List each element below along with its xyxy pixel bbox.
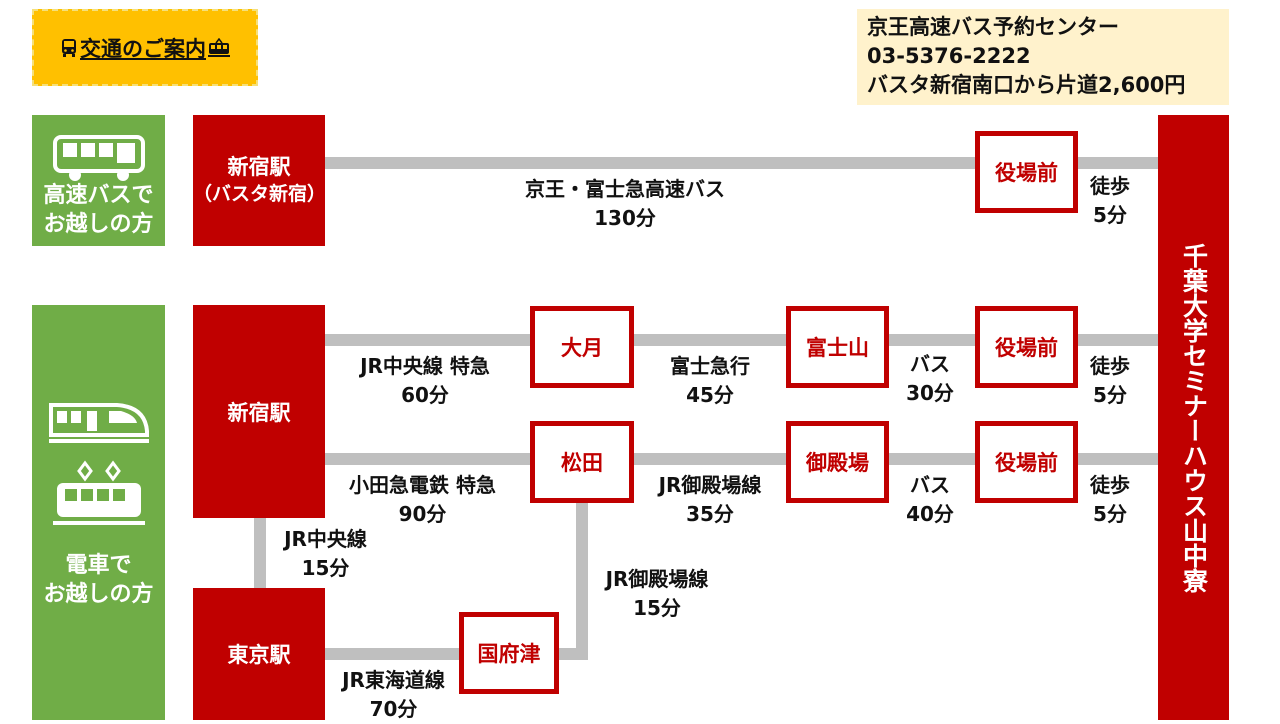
info-line-1: 京王高速バス予約センター xyxy=(867,15,1119,39)
stop-yakubamae-2: 役場前 xyxy=(975,421,1078,503)
bus-icon xyxy=(62,38,76,57)
category-bus: 高速バスで お越しの方 xyxy=(32,115,165,246)
stop-matsuda: 松田 xyxy=(530,421,634,503)
stop-kozu: 国府津 xyxy=(459,612,559,694)
stop-gotemba: 御殿場 xyxy=(786,421,889,503)
category-train: 電車で お越しの方 xyxy=(32,305,165,720)
category-train-label: 電車で お越しの方 xyxy=(43,553,154,607)
stop-yakubamae-1: 役場前 xyxy=(975,306,1078,388)
stop-fujisan: 富士山 xyxy=(786,306,889,388)
station-tokyo: 東京駅 xyxy=(193,588,325,720)
category-bus-label: 高速バスで お越しの方 xyxy=(43,183,154,237)
reservation-info: 京王高速バス予約センター 03-5376-2222 バスタ新宿南口から片道2,6… xyxy=(857,9,1229,105)
tokaido-route-line xyxy=(325,648,463,660)
train-icon xyxy=(208,37,230,57)
chuo-connector-line xyxy=(254,518,266,588)
stop-yakubamae-bus: 役場前 xyxy=(975,131,1078,213)
page-title: 交通のご案内 xyxy=(80,36,206,61)
tram-icon xyxy=(52,460,145,525)
info-fare: バスタ新宿南口から片道2,600円 xyxy=(867,73,1186,97)
destination-seminar-house: 千葉大学セミナーハウス山中寮 xyxy=(1158,115,1229,720)
stop-otsuki: 大月 xyxy=(530,306,634,388)
station-name: 新宿駅 xyxy=(227,154,291,179)
title-banner: 交通のご案内 xyxy=(32,9,258,86)
station-name: 東京駅 xyxy=(227,643,291,667)
shinkansen-icon xyxy=(48,403,149,443)
station-subname: （バスタ新宿） xyxy=(193,182,327,205)
station-shinjuku-busta: 新宿駅 （バスタ新宿） xyxy=(193,115,327,246)
gotemba-connector-line xyxy=(576,500,588,660)
info-phone: 03-5376-2222 xyxy=(867,44,1031,68)
station-shinjuku: 新宿駅 xyxy=(193,305,325,518)
bus-route-line xyxy=(325,157,1160,169)
station-name: 新宿駅 xyxy=(227,400,291,425)
bus-icon xyxy=(52,135,145,181)
